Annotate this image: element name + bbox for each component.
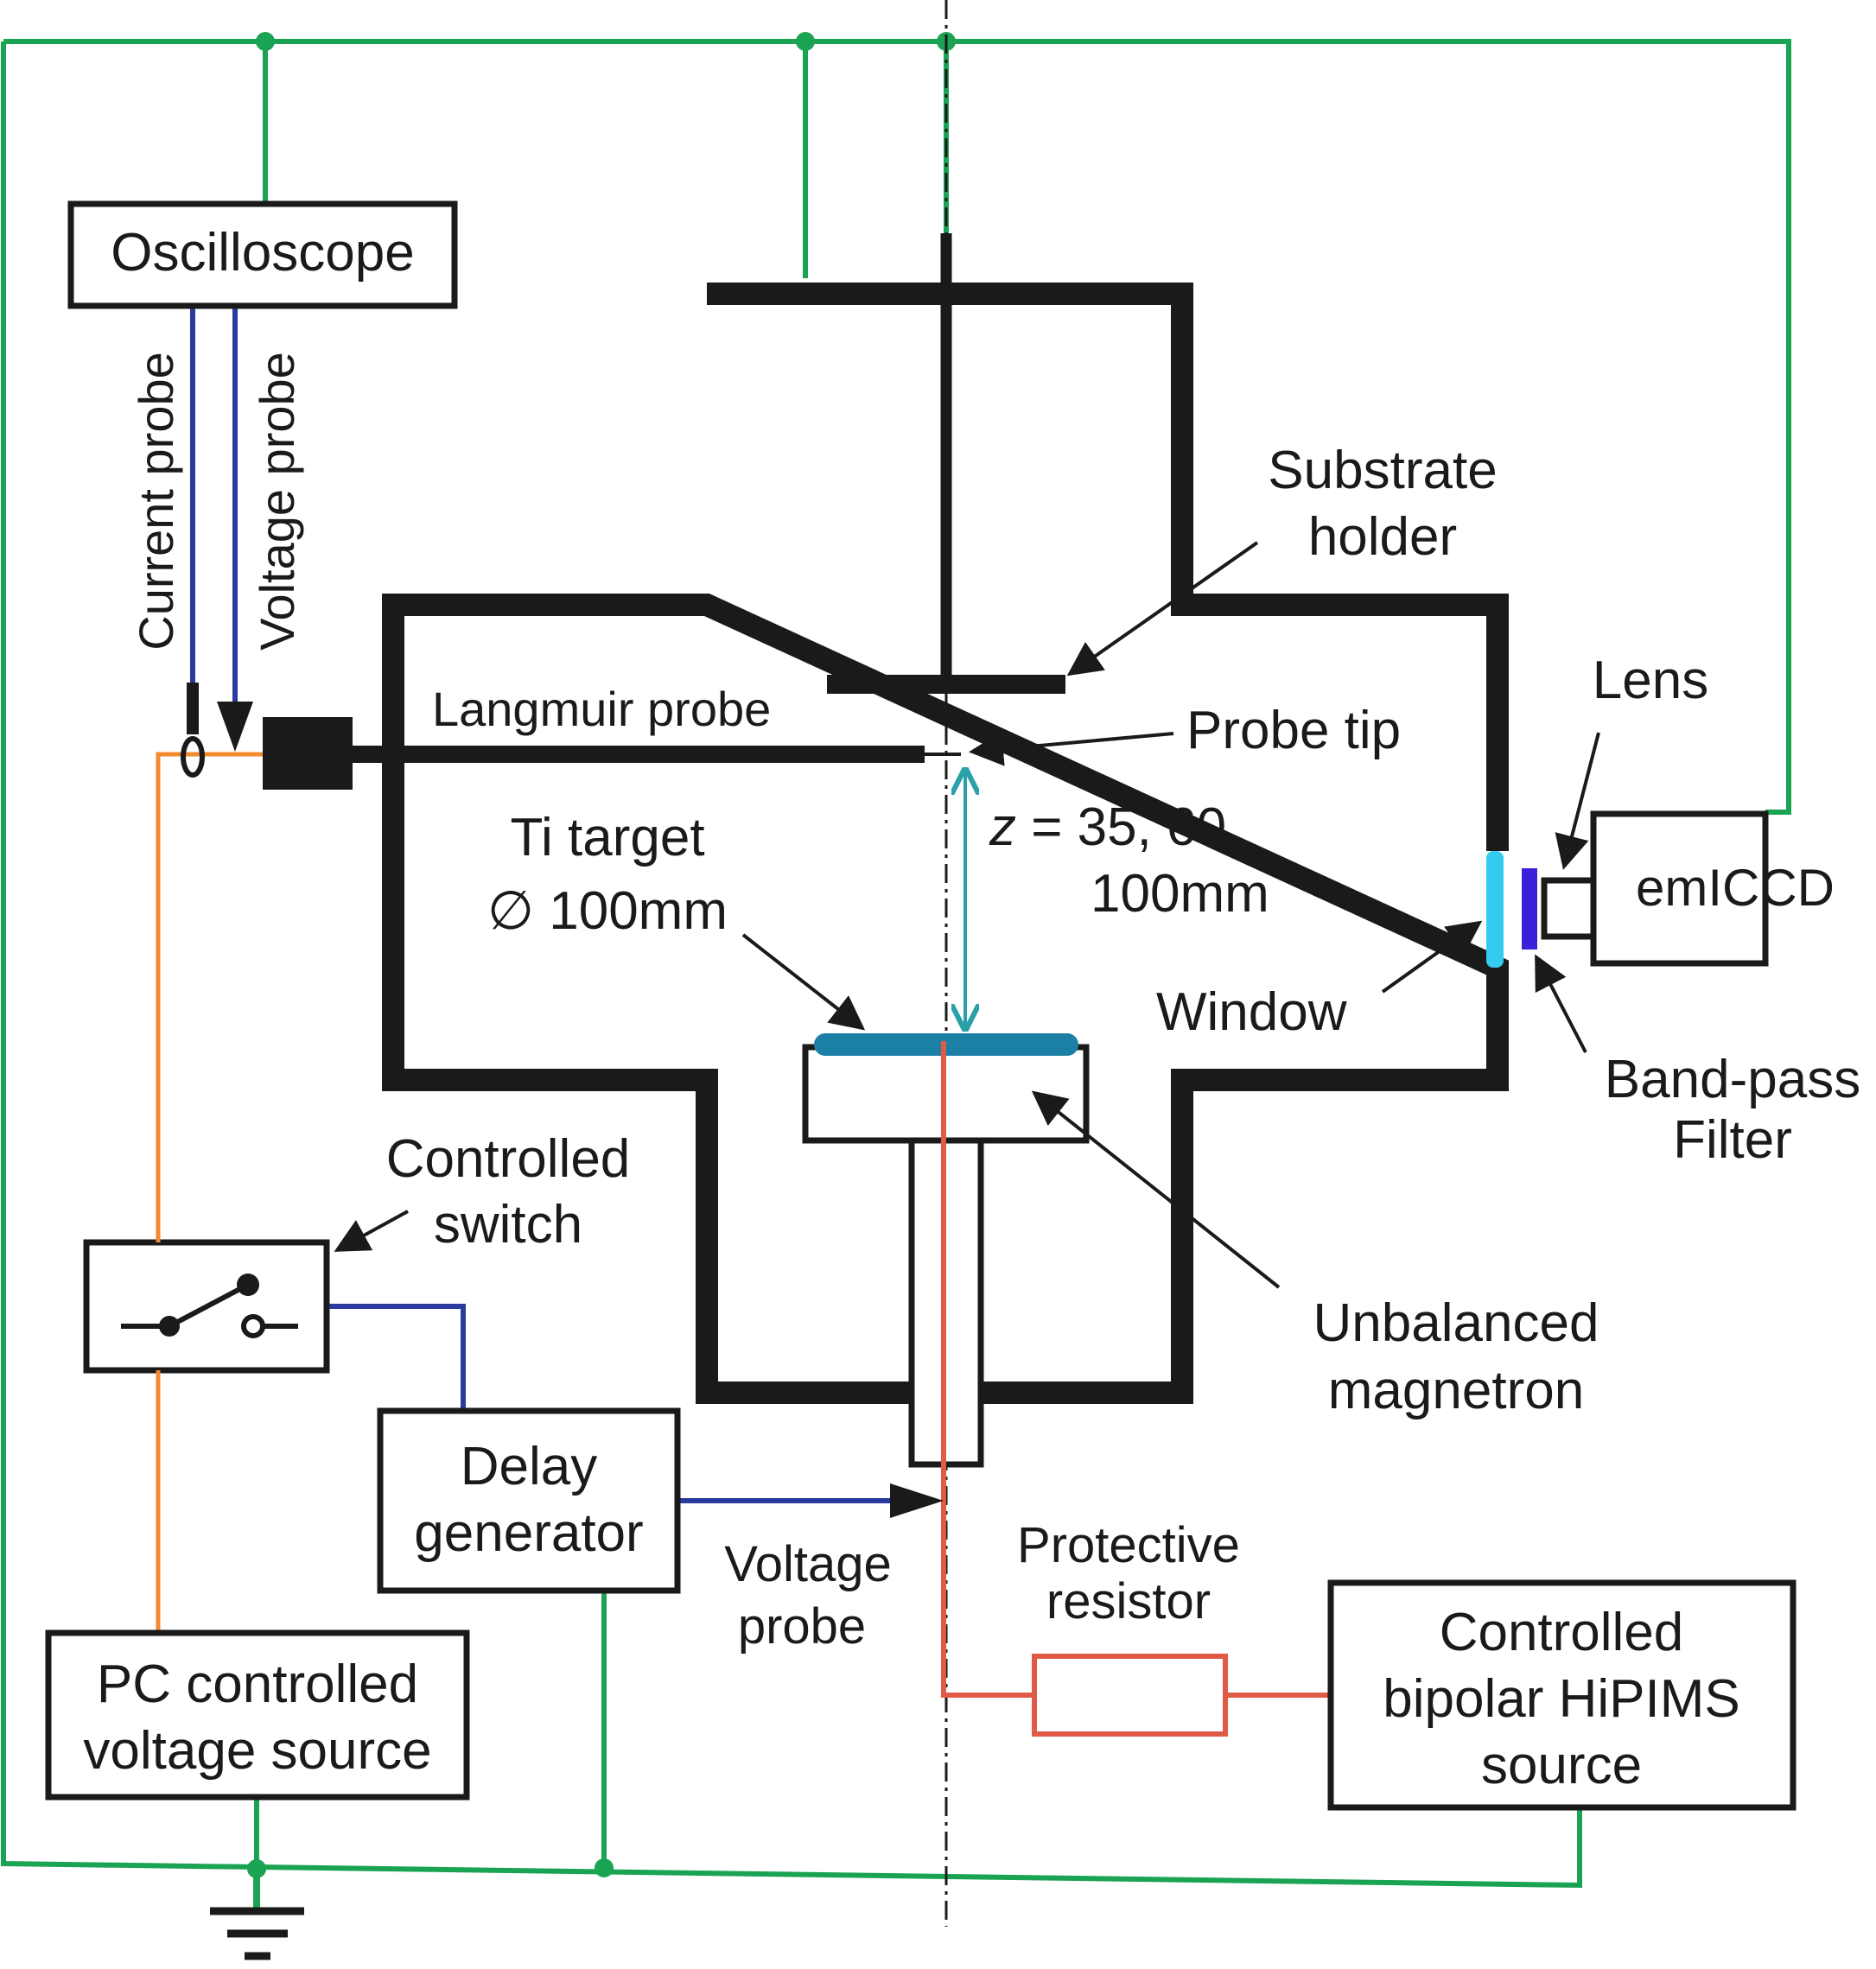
probe-bias-wiring: [156, 752, 263, 1609]
bandpass-pointer: [1535, 954, 1587, 1053]
voltage-probe-lower-label-2: probe: [738, 1598, 866, 1655]
bandpass-label-1: Band-pass: [1605, 1050, 1860, 1109]
unbalanced-magnetron-label-2: magnetron: [1328, 1361, 1584, 1420]
lens-label: Lens: [1593, 651, 1708, 710]
delay-generator-label-2: generator: [414, 1503, 643, 1563]
pc-source-label-1: PC controlled: [97, 1655, 418, 1714]
voltage-probe-vertical-label: Voltage probe: [250, 352, 304, 651]
hipims-label-1: Controlled: [1440, 1603, 1684, 1662]
unbalanced-magnetron-label-1: Unbalanced: [1313, 1293, 1599, 1353]
ground-symbol-icon: [210, 1869, 304, 1960]
z-distance-label-1: z = 35, 60,: [989, 797, 1241, 857]
probe-feedthrough: [263, 717, 353, 790]
z-distance-label-2: 100mm: [1091, 864, 1269, 924]
z-variable: z: [989, 797, 1016, 857]
substrate-holder: [827, 233, 1065, 694]
substrate-holder-label-2: holder: [1308, 507, 1457, 567]
protective-resistor-label-1: Protective: [1017, 1517, 1240, 1573]
ti-target-label-1: Ti target: [510, 808, 704, 867]
oscilloscope-label: Oscilloscope: [111, 223, 414, 283]
probe-tip-pointer: [969, 731, 1174, 766]
ground-junction-dots: [247, 32, 956, 1878]
delay-generator-box: [377, 1407, 681, 1594]
bandpass-label-2: Filter: [1673, 1110, 1792, 1170]
substrate-holder-pointer: [1066, 541, 1259, 676]
probe-tip-label: Probe tip: [1186, 701, 1401, 760]
lens-pointer: [1555, 732, 1600, 870]
protective-resistor-label-2: resistor: [1046, 1573, 1211, 1629]
hipims-label-2: bipolar HiPIMS: [1383, 1669, 1739, 1729]
vacuum-chamber: [382, 283, 1509, 1404]
voltage-probe-lower-label-1: Voltage: [724, 1536, 892, 1592]
signal-wiring: [190, 308, 890, 1503]
hipims-label-3: source: [1481, 1736, 1642, 1795]
substrate-holder-label-1: Substrate: [1268, 441, 1497, 500]
pc-source-label-2: voltage source: [83, 1721, 431, 1781]
oscilloscope-box: [67, 200, 458, 309]
z-values: = 35, 60,: [1031, 797, 1241, 857]
ti-target-label-2: ∅ 100mm: [487, 881, 728, 941]
camera-lens: [1541, 877, 1597, 940]
controlled-switch-label-1: Controlled: [386, 1129, 631, 1189]
current-probe-icon: [181, 683, 205, 778]
window-label: Window: [1156, 982, 1347, 1042]
delay-generator-label-1: Delay: [461, 1437, 598, 1496]
pc-voltage-source-box: [45, 1629, 470, 1801]
window-pointer: [1381, 920, 1483, 994]
controlled-switch-label-2: switch: [434, 1195, 582, 1254]
power-wiring: [941, 1041, 1331, 1737]
langmuir-probe-label: Langmuir probe: [432, 682, 771, 736]
emiccd-camera: [1590, 810, 1769, 967]
controlled-switch: [83, 1239, 330, 1374]
controlled-switch-pointer: [334, 1210, 409, 1252]
hipims-source-box: [1327, 1579, 1797, 1811]
emiccd-label: emICCD: [1636, 859, 1835, 917]
current-probe-label: Current probe: [129, 352, 183, 651]
langmuir-probe: [263, 717, 961, 790]
viewport-window: [1486, 851, 1504, 968]
voltage-probe-arrowhead: [217, 702, 253, 752]
lower-voltage-probe-arrowhead: [890, 1483, 944, 1518]
band-pass-filter: [1522, 868, 1537, 950]
ti-target-pointer: [741, 933, 866, 1031]
protective-resistor: [1032, 1654, 1228, 1737]
unbalanced-magnetron-pointer: [1031, 1090, 1281, 1289]
